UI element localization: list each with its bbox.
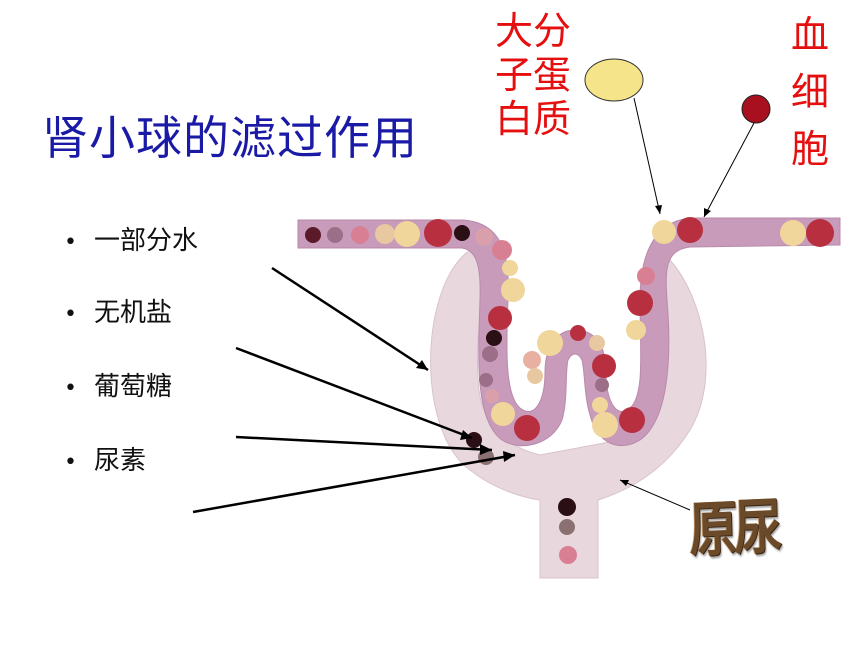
blood-cell-pointer-line <box>703 122 755 218</box>
arrowhead <box>704 208 711 217</box>
particle <box>501 278 525 302</box>
particle <box>626 320 646 340</box>
particle <box>806 219 834 247</box>
primary-urine-label: 原尿 <box>688 492 780 566</box>
arrow-urea <box>192 453 516 514</box>
particle <box>488 306 512 330</box>
page-title: 肾小球的滤过作用 <box>42 111 418 165</box>
particle <box>475 228 493 246</box>
particle <box>537 330 563 356</box>
particle <box>351 226 369 244</box>
arrow-glucose <box>235 435 493 452</box>
arrowhead <box>416 360 428 370</box>
arrowhead <box>480 444 492 455</box>
particle <box>523 351 541 369</box>
particle <box>479 373 493 387</box>
arrowhead <box>460 430 472 440</box>
arrowhead <box>620 480 629 486</box>
particle <box>424 219 452 247</box>
bullet-marker: • <box>64 450 77 475</box>
arrow-water <box>271 266 429 372</box>
bullet-item-urea: • 尿素 <box>64 440 146 477</box>
particle <box>486 330 502 346</box>
blood-cell-label-char: 血 <box>790 13 829 57</box>
arrowhead <box>655 205 662 214</box>
particle <box>375 224 395 244</box>
primary-urine-pointer-line <box>619 479 691 511</box>
label-pointer-lines <box>619 97 755 511</box>
blood-cell-icon <box>741 94 771 124</box>
particle <box>637 267 655 285</box>
bullet-arrows <box>192 266 516 514</box>
particle <box>514 415 540 441</box>
particle <box>394 221 420 247</box>
particle <box>652 220 676 244</box>
particle <box>502 260 518 276</box>
particle <box>677 217 703 243</box>
bullet-text: 一部分水 <box>94 226 199 256</box>
capillary-tube <box>297 217 841 447</box>
protein-molecule-icon <box>584 58 644 102</box>
protein-label-line: 子蛋 <box>495 53 572 97</box>
bullet-marker: • <box>64 302 77 327</box>
arrowheads <box>416 205 711 486</box>
bullet-text: 葡萄糖 <box>94 372 173 402</box>
bullet-item-water: • 一部分水 <box>64 220 198 257</box>
particle <box>627 290 653 316</box>
particle <box>559 519 575 535</box>
particle <box>558 498 576 516</box>
blood-cell-label: 血 细 胞 <box>788 7 832 178</box>
bullet-marker: • <box>64 230 77 255</box>
particle <box>485 389 499 403</box>
capillary-particles <box>305 217 834 441</box>
bullet-item-salt: • 无机盐 <box>64 292 172 329</box>
bullet-text: 无机盐 <box>94 298 173 328</box>
bullet-text: 尿素 <box>94 446 147 476</box>
arrowhead <box>503 451 515 462</box>
protein-pointer-line <box>633 97 661 215</box>
blood-cell-label-char: 细 <box>790 70 829 114</box>
particle <box>589 335 605 351</box>
particle <box>559 546 577 564</box>
particle <box>592 412 618 438</box>
particle <box>327 227 343 243</box>
particle <box>454 225 470 241</box>
protein-label-line: 大分 <box>495 9 572 53</box>
particle <box>527 368 543 384</box>
particle <box>466 432 482 448</box>
particle <box>592 397 608 413</box>
protein-label-line: 白质 <box>495 97 572 141</box>
arrow-salt <box>235 346 473 440</box>
particle <box>491 402 515 426</box>
particle <box>482 346 498 362</box>
blood-cell-label-char: 胞 <box>790 127 829 171</box>
particle <box>570 325 586 341</box>
particle <box>780 220 806 246</box>
bullet-item-glucose: • 葡萄糖 <box>64 366 172 403</box>
bullet-marker: • <box>64 376 77 401</box>
particle <box>619 407 645 433</box>
particle <box>305 227 321 243</box>
particle <box>492 240 512 260</box>
particle <box>592 354 616 378</box>
particle <box>595 378 609 392</box>
protein-label: 大分 子蛋 白质 <box>495 9 571 141</box>
